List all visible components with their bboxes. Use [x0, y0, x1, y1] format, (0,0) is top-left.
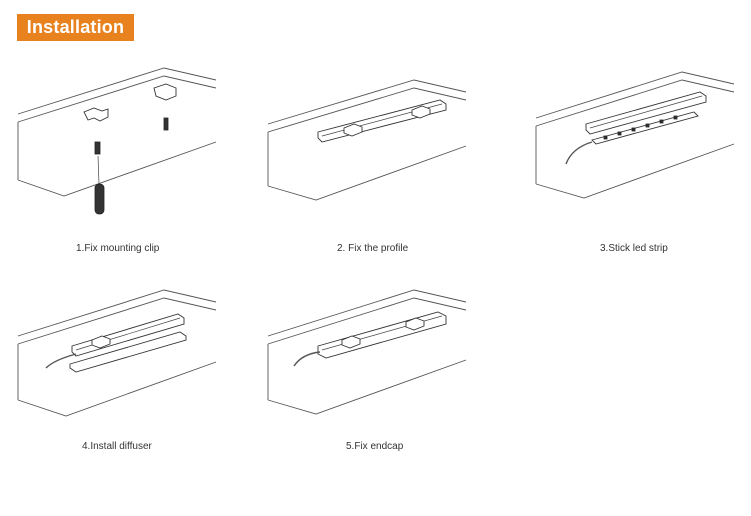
- aluminium-profile: [585, 91, 707, 135]
- screwdriver-shaft: [97, 155, 100, 185]
- mounting-clip: [411, 105, 431, 119]
- mounting-clip-right: [153, 83, 177, 101]
- mounting-clip: [341, 335, 361, 349]
- mounting-clip: [343, 123, 363, 137]
- mounting-clip-left: [83, 107, 109, 122]
- diffuser-cover: [69, 331, 187, 373]
- screwdriver-icon: [94, 183, 105, 215]
- screw-icon: [94, 141, 101, 155]
- step-2-caption: 2. Fix the profile: [337, 243, 409, 254]
- step-1-caption: 1.Fix mounting clip: [76, 243, 160, 254]
- step-5-caption: 5.Fix endcap: [346, 441, 404, 452]
- led-cable: [565, 141, 593, 165]
- led-cable: [293, 351, 321, 367]
- step-3-caption: 3.Stick led strip: [600, 243, 668, 254]
- mounting-clip: [405, 317, 425, 331]
- led-cable: [45, 353, 77, 369]
- installation-title: Installation: [17, 14, 134, 41]
- screw-icon: [163, 117, 169, 131]
- led-chips: [603, 115, 678, 140]
- step-4-caption: 4.Install diffuser: [82, 441, 152, 452]
- mounting-clip: [91, 335, 111, 349]
- finished-profile: [317, 311, 447, 359]
